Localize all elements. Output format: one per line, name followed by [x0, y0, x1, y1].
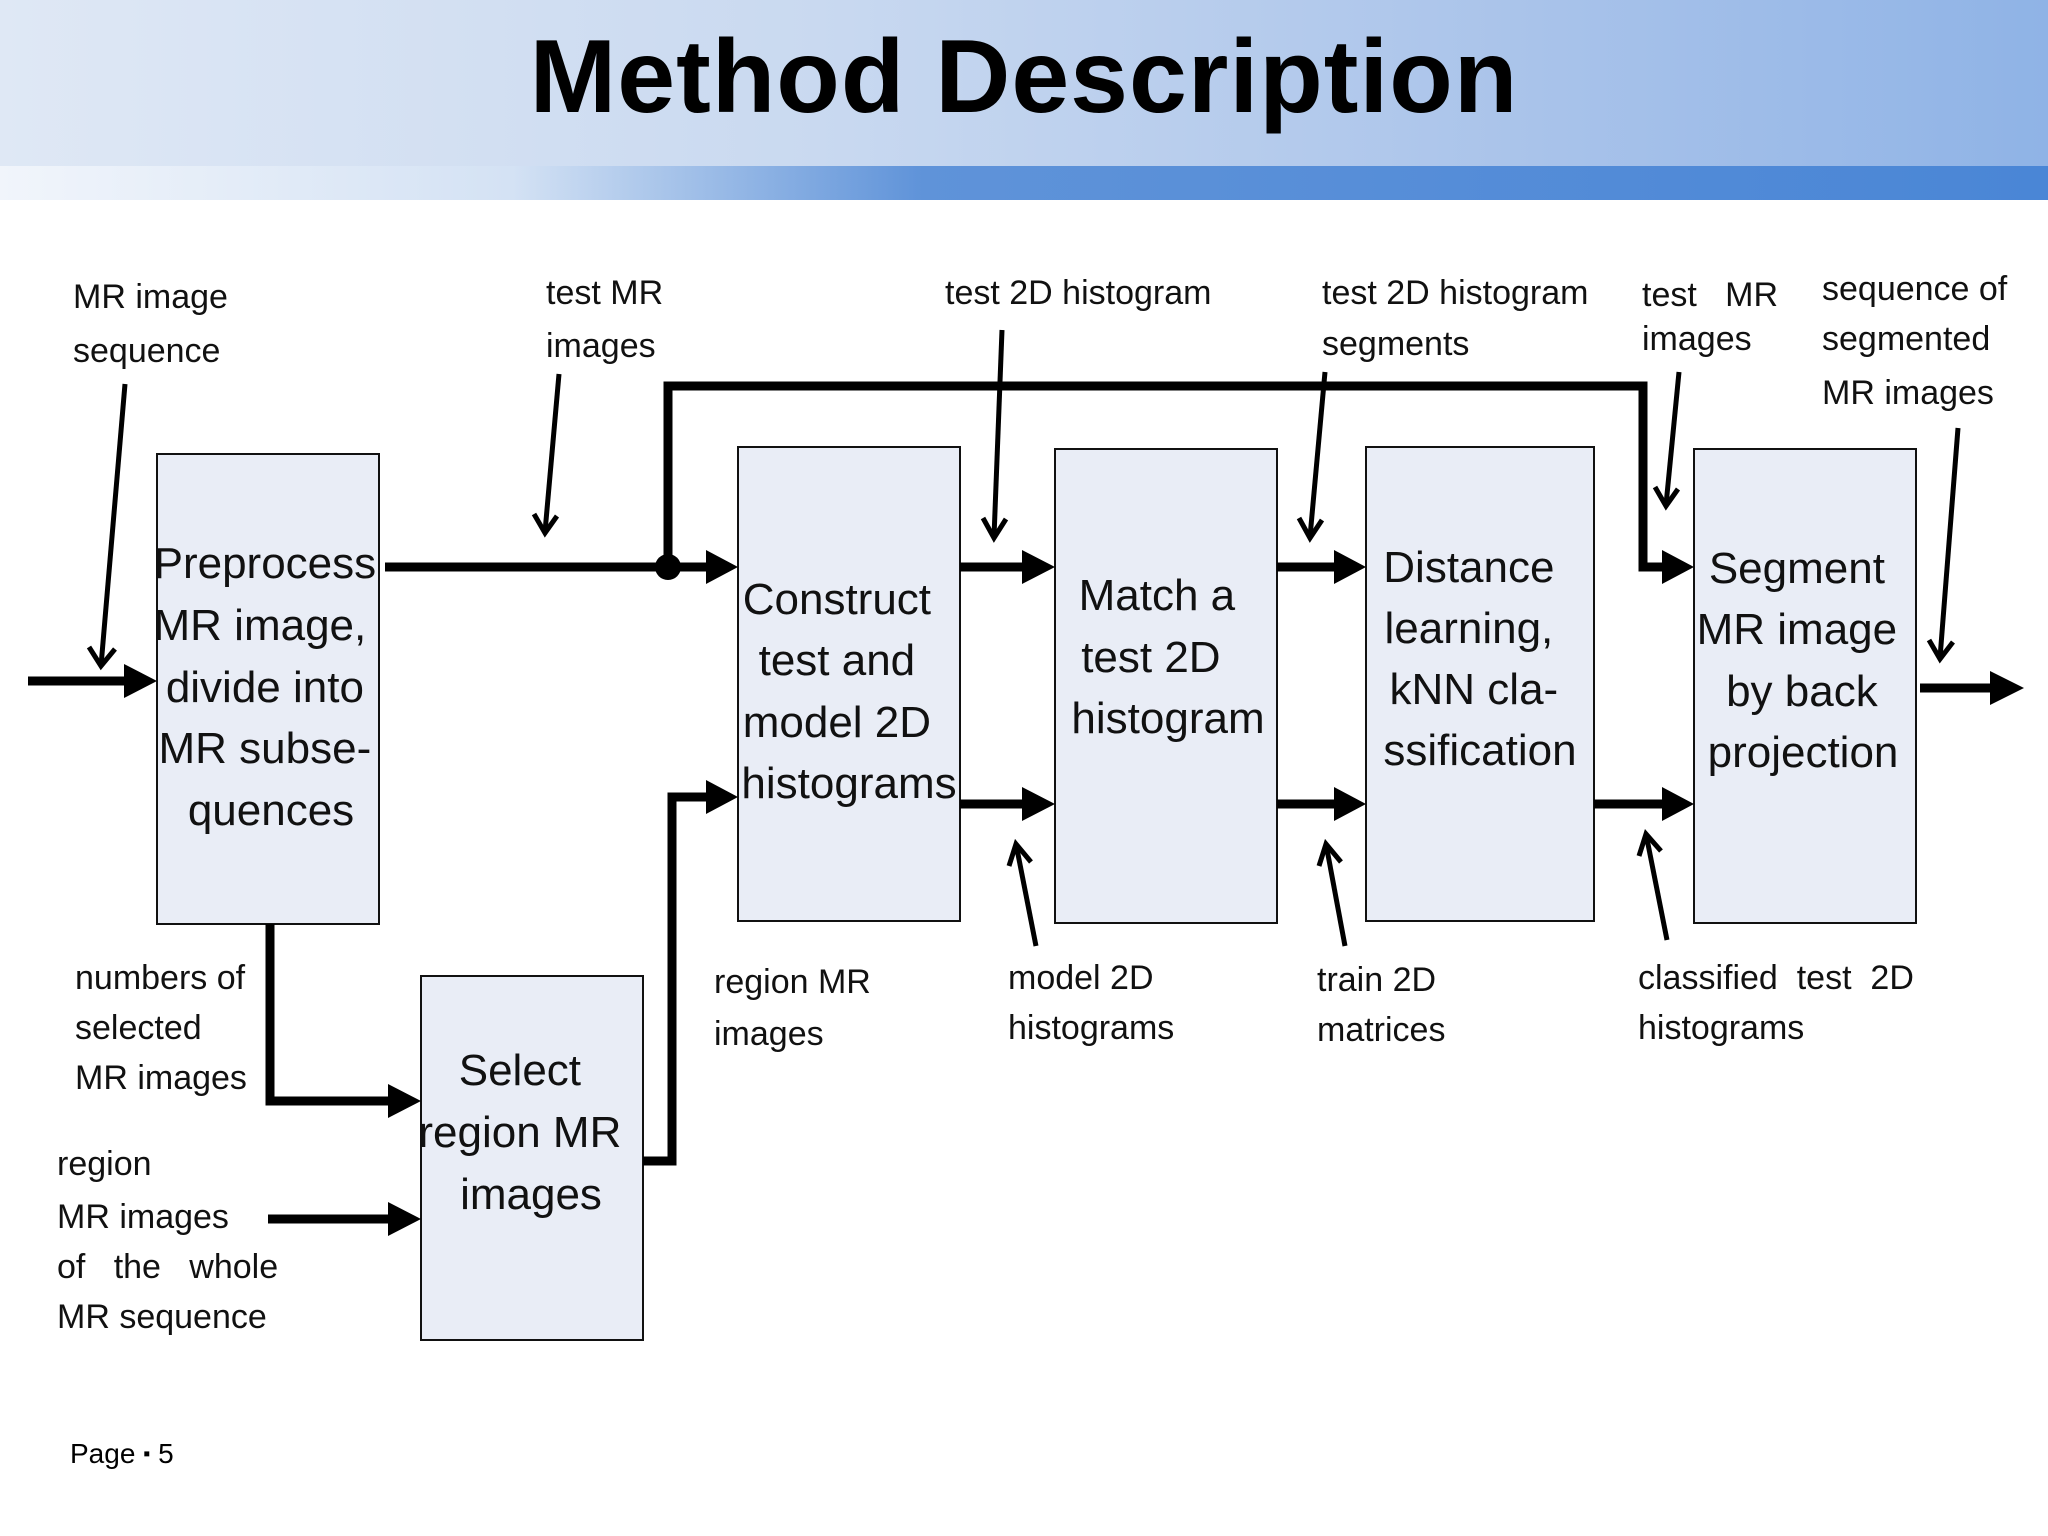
distance-block — [1365, 446, 1595, 922]
preprocess-text: Preprocess MR image, divide into MR subs… — [154, 539, 389, 835]
header-stripe — [0, 166, 2048, 200]
label-numbers-selected: numbers of selected MR images — [75, 959, 255, 1097]
construct-text: Construct test and model 2D histograms — [741, 575, 956, 808]
distance-text: Distance learning, kNN cla- ssification — [1383, 543, 1576, 775]
label-test-2d-histogram-segments: test 2D histogram segments — [1322, 274, 1598, 363]
label-model-2d-histograms: model 2D histograms — [1008, 959, 1174, 1047]
junction-dot — [655, 554, 681, 580]
label-sequence-segmented: sequence of segmented MR images — [1822, 270, 2017, 412]
page-title: Method Description — [529, 19, 1519, 135]
construct-block — [737, 446, 961, 922]
select-region-block — [420, 975, 644, 1341]
label-classified-test-2d-histograms: classified test 2D histograms — [1638, 959, 1914, 1047]
select-region-text: Select region MR images — [418, 1046, 633, 1219]
page-number-footer: Page ▪ 5 — [70, 1438, 174, 1470]
match-block — [1054, 448, 1278, 924]
flow-arrowheads — [124, 550, 2024, 1236]
page-number: 5 — [158, 1438, 174, 1469]
match-text: Match a test 2D histogram — [1071, 571, 1264, 743]
segment-text: Segment MR image by back projection — [1697, 544, 1910, 777]
annotation-arrows — [86, 329, 1961, 947]
segment-block — [1693, 448, 1917, 924]
page-label: Page — [70, 1438, 136, 1469]
preprocess-block — [156, 453, 380, 925]
flow-lines — [28, 381, 1996, 1224]
label-test-mr-images-1: test MR images — [546, 274, 673, 365]
label-train-2d-matrices: train 2D matrices — [1317, 961, 1446, 1049]
label-region-whole-sequence: region MR images of the whole MR sequenc… — [0, 0, 325, 1336]
page-separator-icon: ▪ — [143, 1443, 151, 1465]
label-mr-image-sequence: MR image sequence — [73, 278, 237, 370]
label-test-2d-histogram: test 2D histogram — [945, 274, 1211, 312]
label-region-mr-images: region MR images — [714, 963, 880, 1053]
label-test-mr-images-2: test MR images — [0, 0, 1825, 358]
